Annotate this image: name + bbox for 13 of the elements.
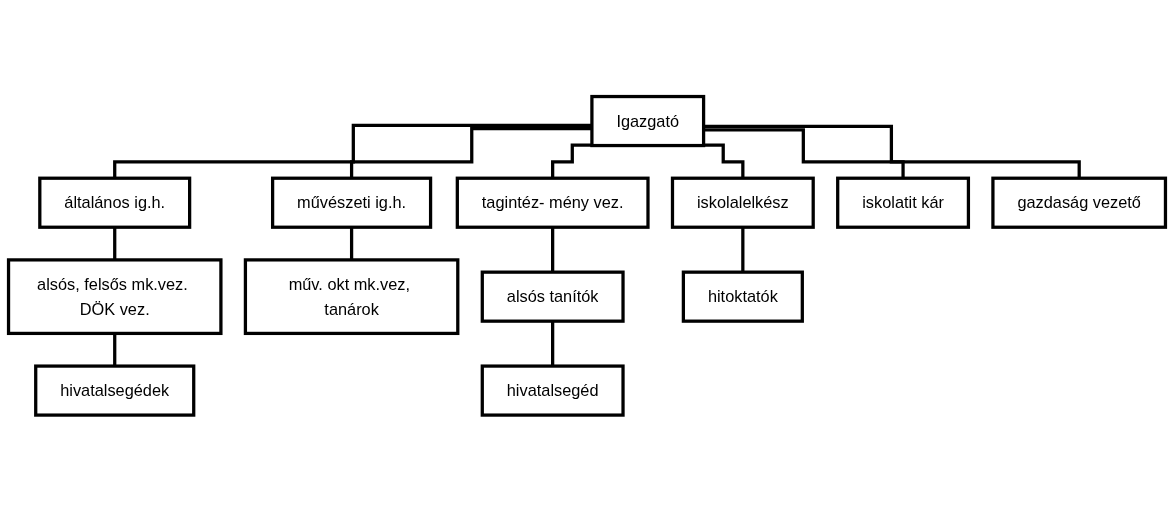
node-box: alsós tanítók (480, 270, 625, 323)
node-box: hivatalsegédek (34, 364, 196, 417)
node-box: műv. okt mk.vez, tanárok (243, 257, 460, 335)
node-box: alsós, felsős mk.vez. DÖK vez. (6, 257, 223, 335)
node-box: hitoktatók (681, 270, 804, 323)
node-box: gazdaság vezető (991, 176, 1168, 229)
node-box: iskolatit kár (836, 176, 971, 229)
node-box: Igazgató (590, 94, 706, 147)
node-box: művészeti ig.h. (271, 176, 433, 229)
node-box: hivatalsegéd (480, 364, 625, 417)
node-box: tagintéz- mény vez. (455, 176, 650, 229)
node-box: általános ig.h. (38, 176, 192, 229)
node-box: iskolalelkész (670, 176, 815, 229)
